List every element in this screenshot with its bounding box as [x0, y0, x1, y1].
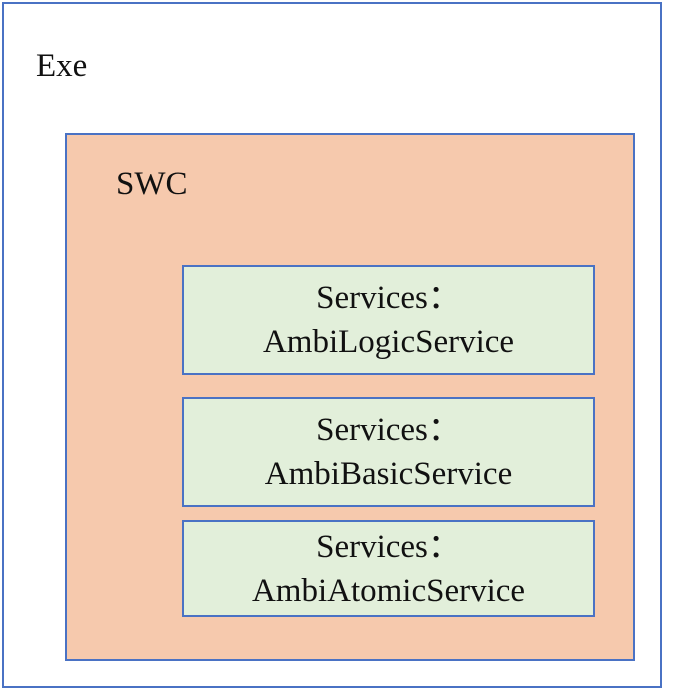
service-title: Services：: [316, 528, 461, 565]
service-name: AmbiLogicService: [262, 324, 515, 360]
service-box-basic: Services： AmbiBasicService: [182, 397, 595, 507]
exe-label: Exe: [36, 48, 88, 84]
service-title: Services：: [316, 412, 461, 448]
service-name: AmbiBasicService: [264, 456, 513, 492]
service-box-atomic: Services： AmbiAtomicService: [182, 520, 595, 617]
service-title: Services：: [316, 280, 461, 316]
swc-label: SWC: [116, 166, 188, 202]
service-name: AmbiAtomicService: [251, 572, 526, 609]
service-box-logic: Services： AmbiLogicService: [182, 265, 595, 375]
